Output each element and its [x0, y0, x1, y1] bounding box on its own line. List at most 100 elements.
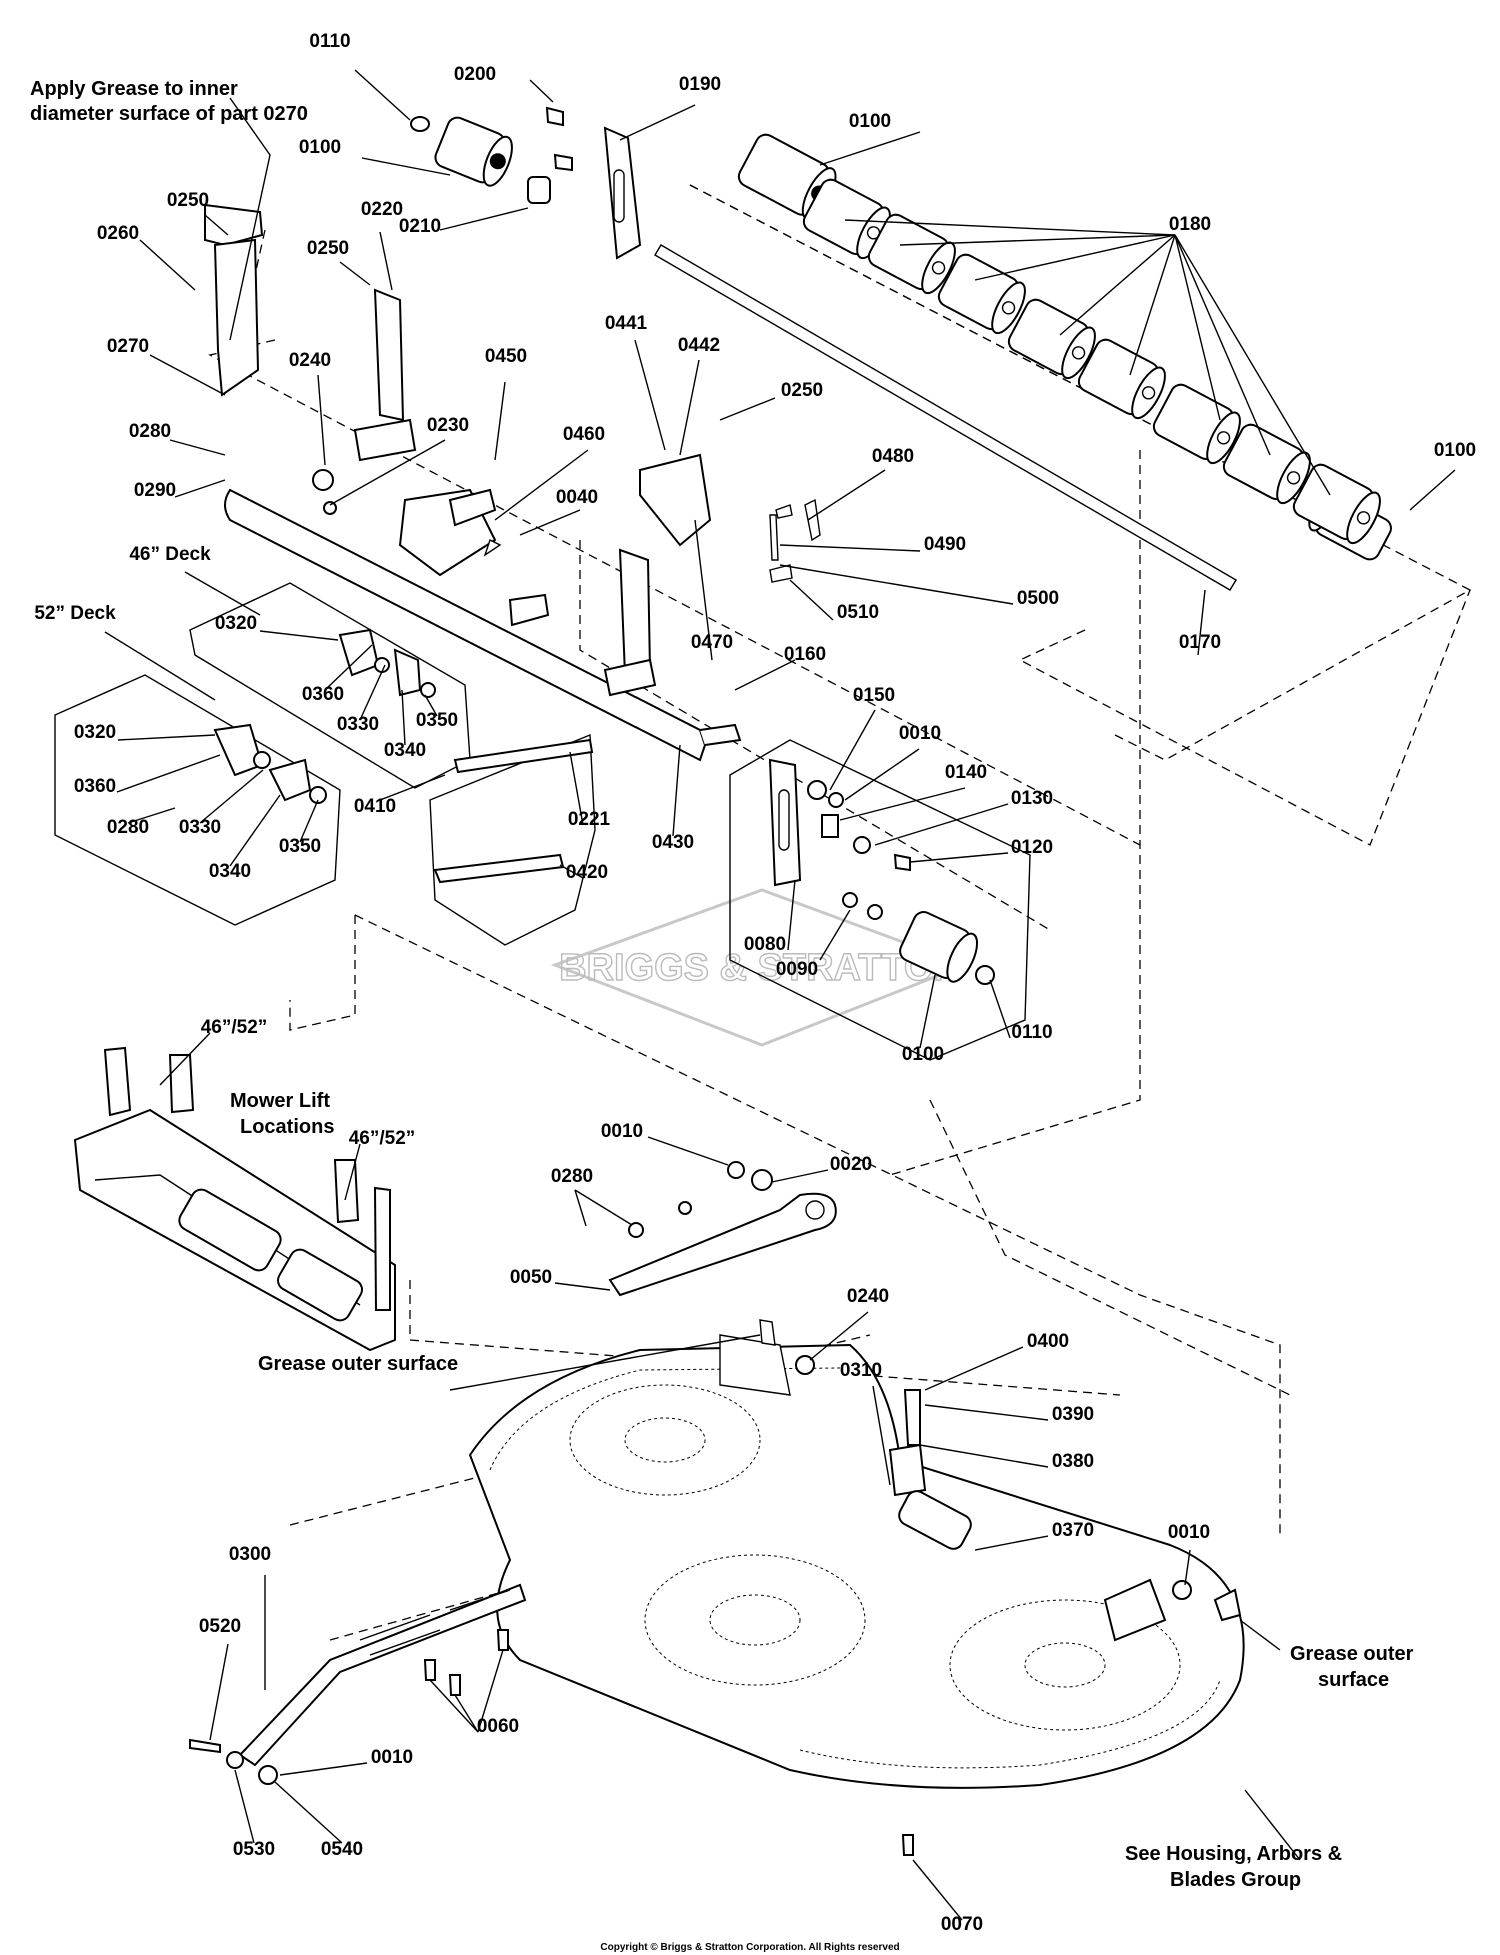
copyright-text: Copyright © Briggs & Stratton Corporatio… [600, 1942, 899, 1953]
axle-outline [1018, 589, 1471, 846]
part-label: 0010 [371, 1747, 413, 1768]
part-label: 0110 [309, 31, 350, 52]
part-label: 0500 [1017, 588, 1059, 609]
part-label: 0100 [1434, 440, 1476, 461]
part-label: 0350 [279, 836, 321, 857]
part-label: 0480 [872, 446, 914, 467]
part-label: 0090 [776, 959, 818, 980]
watermark-text: BRIGGS & STRATTON [559, 947, 961, 989]
part-label: 0180 [1169, 214, 1211, 235]
part-labels: 0110 0200 0190 0100 0100 0180 0210 0250 0260 0220… [34, 31, 1476, 1935]
lift-detail-outline [289, 915, 356, 1031]
part-label: 46” Deck [129, 544, 211, 565]
part-label: 0280 [551, 1166, 593, 1187]
frame-bracket [429, 733, 596, 946]
callout-notes: Apply Grease to inner diameter surface o… [30, 78, 1414, 1953]
part-label: 0220 [361, 199, 403, 220]
part-label: 0080 [744, 934, 786, 955]
lift-shaft [204, 203, 821, 762]
part-label: 0250 [167, 190, 209, 211]
grease-inner-note-line1: Apply Grease to inner [30, 78, 238, 100]
part-label: 0100 [849, 111, 891, 132]
rear-arm [608, 1161, 837, 1297]
right-drop-outline [889, 450, 1141, 1176]
part-label: 0420 [566, 862, 608, 883]
mower-lift-note-line2: Locations [240, 1116, 334, 1138]
part-label: 0410 [354, 796, 396, 817]
part-label: 0390 [1052, 1404, 1094, 1425]
housing-note-line1: See Housing, Arbors & [1125, 1843, 1342, 1865]
part-label: 0240 [847, 1286, 889, 1307]
part-label: 0490 [924, 534, 966, 555]
part-label: 0290 [134, 480, 176, 501]
part-label: 0060 [477, 1716, 519, 1737]
part-label: 0170 [1179, 632, 1221, 653]
top-roller-assembly [410, 106, 642, 260]
part-label: 0140 [945, 762, 987, 783]
part-label: 0320 [215, 613, 257, 634]
arm-outline [409, 1280, 1121, 1396]
part-label: 0160 [784, 644, 826, 665]
part-label: 0540 [321, 1839, 363, 1860]
part-label: 0430 [652, 832, 694, 853]
leader-lines [104, 69, 1456, 1921]
part-label: 0442 [678, 335, 720, 356]
roller-bar-outline [689, 184, 1472, 761]
brand-watermark: BRIGGS & STRATTON [550, 888, 970, 1047]
part-label: 0260 [97, 223, 139, 244]
axle-rod [654, 244, 1237, 591]
adjust-link [189, 1583, 914, 1856]
part-label: 0010 [601, 1121, 643, 1142]
part-label: 0360 [302, 684, 344, 705]
part-label: 0010 [899, 723, 941, 744]
part-label: 0380 [1052, 1451, 1094, 1472]
part-label: 0200 [454, 64, 496, 85]
part-label: 0280 [107, 817, 149, 838]
grease-outer-right-note-line1: Grease outer [1290, 1643, 1414, 1665]
part-label: 0130 [1011, 788, 1053, 809]
deck-housing [468, 1319, 1245, 1789]
grease-outer-center-note: Grease outer surface [258, 1353, 458, 1375]
part-label: 0110 [1011, 1022, 1052, 1043]
part-label: 0350 [416, 710, 458, 731]
part-label: 0270 [107, 336, 149, 357]
part-label: 52” Deck [34, 603, 116, 624]
part-label: 0190 [679, 74, 721, 95]
part-label: 46”/52” [201, 1017, 268, 1038]
part-label: 0050 [510, 1267, 552, 1288]
part-label: 0450 [485, 346, 527, 367]
grease-outer-right-note-line2: surface [1318, 1669, 1389, 1691]
part-label: 0340 [384, 740, 426, 761]
part-label: 0330 [179, 817, 221, 838]
part-label: 0470 [691, 632, 733, 653]
part-label: 0020 [830, 1154, 872, 1175]
part-label: 0221 [568, 809, 611, 830]
part-label: 0210 [399, 216, 441, 237]
deck-arm-outline [929, 1099, 1291, 1396]
roller-set [654, 133, 1392, 591]
part-label: 0310 [840, 1360, 882, 1381]
part-label: 0330 [337, 714, 379, 735]
part-label: 0100 [902, 1044, 944, 1065]
part-label: 0070 [941, 1914, 983, 1935]
part-label: 0340 [209, 861, 251, 882]
part-label: 0280 [129, 421, 171, 442]
part-label: 0250 [781, 380, 823, 401]
roller-row [737, 133, 1381, 545]
part-label: 0300 [229, 1544, 271, 1565]
part-label: 0150 [853, 685, 895, 706]
part-label: 0240 [289, 350, 331, 371]
bracket-outline [234, 229, 266, 366]
part-label: 0370 [1052, 1520, 1094, 1541]
part-label: 0230 [427, 415, 469, 436]
center-outline [579, 540, 1051, 931]
lift-shaft-outline [208, 339, 1141, 846]
grease-inner-note-line2: diameter surface of part 0270 [30, 103, 308, 125]
part-label: 0320 [74, 722, 116, 743]
deck-right-outline [354, 914, 1281, 1535]
part-label: 0510 [837, 602, 879, 623]
part-label: 0100 [299, 137, 341, 158]
part-label: 0360 [74, 776, 116, 797]
part-label: 0460 [563, 424, 605, 445]
